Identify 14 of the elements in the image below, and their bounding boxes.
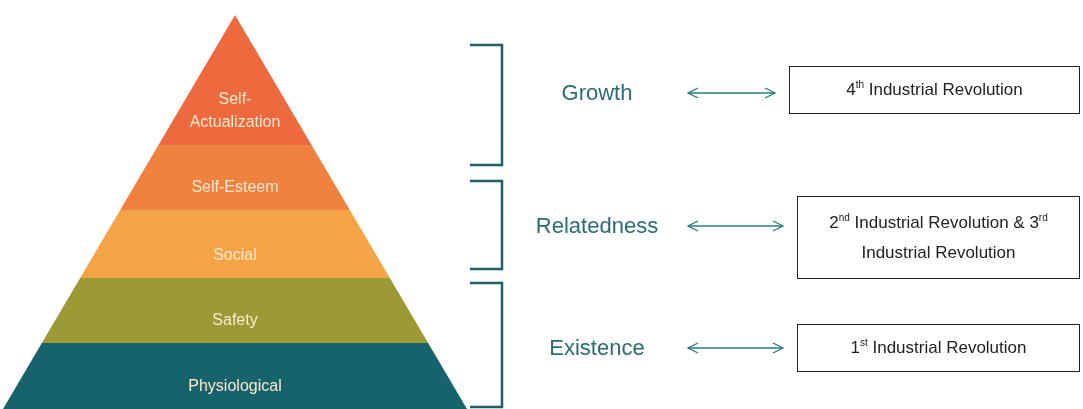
text-box: 1$^{st}$ Industrial Revolution <box>797 324 1080 372</box>
level-label: Social <box>213 244 257 265</box>
level-label: Self-Actualization <box>188 89 282 132</box>
category-label: Relatedness <box>535 213 659 239</box>
level-label: Physiological <box>188 375 282 396</box>
level-label: Safety <box>212 309 258 330</box>
double-arrow <box>687 342 784 354</box>
text-box: 2$^{nd}$ Industrial Revolution & 3$^{rd}$ Industrial Revolution <box>797 196 1080 279</box>
double-arrow <box>687 87 776 99</box>
category-label: Existence <box>549 335 645 361</box>
text-box: 4$^{th}$ Industrial Revolution <box>789 66 1080 114</box>
level-label: Self-Esteem <box>191 176 279 197</box>
category-label: Growth <box>561 80 633 106</box>
double-arrow <box>687 220 784 232</box>
